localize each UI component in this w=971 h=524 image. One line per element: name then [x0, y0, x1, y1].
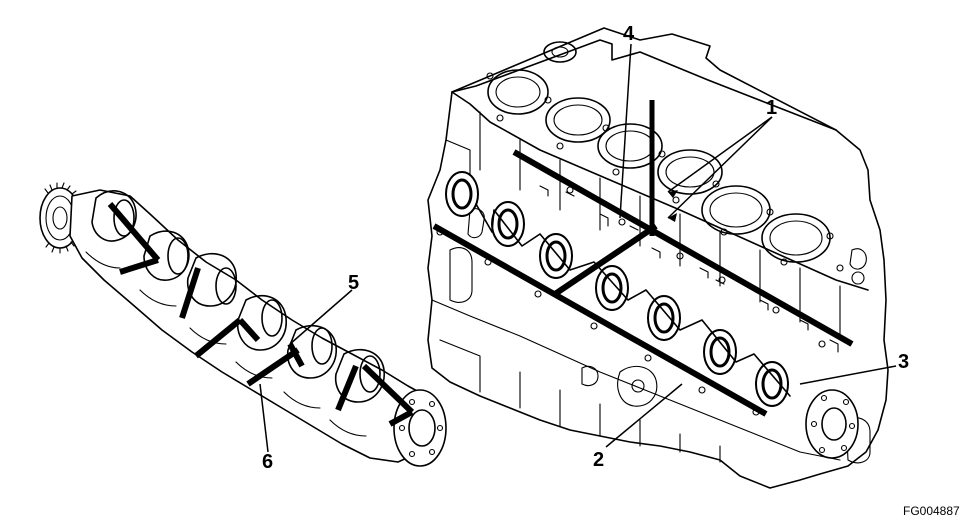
lower-straightedge: [432, 223, 768, 417]
block-measurement-lines: [432, 100, 854, 417]
upper-straightedge: [512, 149, 854, 347]
cam-bore-bolts: [436, 185, 839, 416]
main-bearing-bores: [445, 171, 789, 407]
callout-1: 1: [766, 97, 778, 119]
engine-block: [427, 27, 889, 489]
cylinder-bores: [487, 69, 831, 263]
figure-id-label: FG004887: [903, 504, 960, 518]
cross-straightedge: [553, 223, 658, 297]
callout-3: 3: [898, 351, 910, 373]
leader-lines: [259, 43, 897, 453]
crankshaft-measurement-lines: [107, 202, 415, 427]
callout-2: 2: [593, 449, 605, 471]
deck-bolt-holes: [486, 72, 844, 272]
callout-4: 4: [623, 23, 635, 45]
crankshaft: [39, 182, 447, 467]
callout-6: 6: [262, 451, 274, 473]
callout-5: 5: [348, 272, 360, 294]
rear-seal-housing: [805, 389, 859, 459]
